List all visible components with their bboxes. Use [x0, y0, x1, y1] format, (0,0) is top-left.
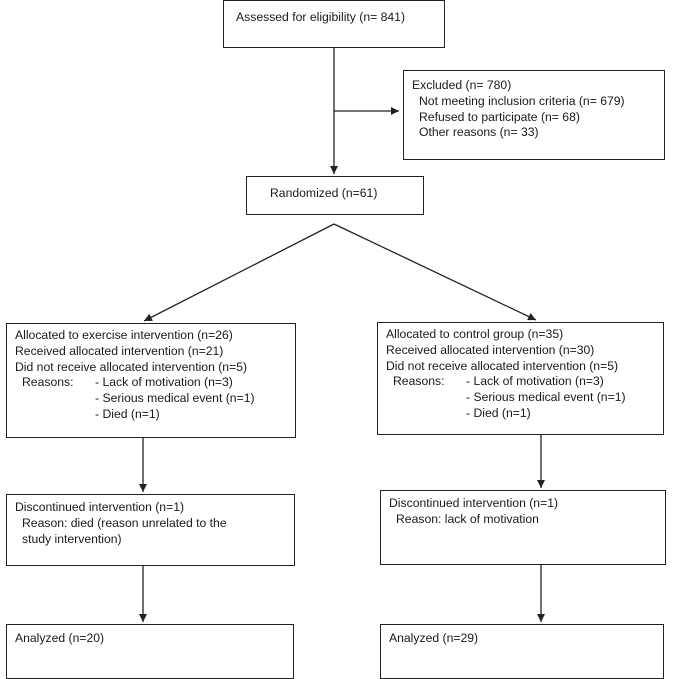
- exercise-analyzed: Analyzed (n=20): [15, 631, 105, 645]
- exercise-reason-item: - Died (n=1): [95, 406, 160, 421]
- exercise-discontinued-reason: Reason: died (reason unrelated to the: [22, 515, 227, 530]
- control-reason-item: - Serious medical event (n=1): [466, 390, 626, 405]
- exercise-discontinued-reason-cont: study intervention): [22, 531, 122, 546]
- exercise-analyzed-box: Analyzed (n=20): [6, 624, 294, 679]
- connector-randomized-to-exercise: [143, 223, 335, 322]
- excluded-item: Not meeting inclusion criteria (n= 679): [419, 93, 625, 108]
- exercise-discontinued: Discontinued intervention (n=1): [15, 500, 185, 514]
- control-reason-row: Reasons: - Lack of motivation (n=3): [386, 374, 655, 390]
- control-allocated: Allocated to control group (n=35): [386, 327, 564, 341]
- control-discontinued: Discontinued intervention (n=1): [389, 496, 559, 510]
- exercise-reason-row: Reasons: - Lack of motivation (n=3): [15, 375, 287, 391]
- exercise-reason-item: - Lack of motivation (n=3): [95, 375, 233, 390]
- control-discontinued-box: Discontinued intervention (n=1) Reason: …: [380, 490, 666, 565]
- randomized-text: Randomized (n=61): [270, 186, 378, 200]
- exercise-allocation-box: Allocated to exercise intervention (n=26…: [6, 323, 296, 438]
- control-discontinued-reason: Reason: lack of motivation: [396, 511, 539, 526]
- exercise-reason-item: - Serious medical event (n=1): [95, 391, 255, 406]
- excluded-item: Other reasons (n= 33): [419, 125, 539, 140]
- excluded-box: Excluded (n= 780) Not meeting inclusion …: [403, 70, 665, 160]
- exercise-reasons-label: Reasons:: [22, 375, 74, 390]
- control-analyzed-box: Analyzed (n=29): [380, 624, 664, 679]
- randomized-box: Randomized (n=61): [246, 176, 424, 215]
- connector-randomized-to-control: [333, 223, 537, 321]
- control-reason-item: - Died (n=1): [466, 405, 531, 420]
- exercise-not-received: Did not receive allocated intervention (…: [15, 359, 248, 374]
- assessed-text: Assessed for eligibility (n= 841): [236, 10, 406, 24]
- excluded-item: Refused to participate (n= 68): [419, 109, 580, 124]
- exercise-received: Received allocated intervention (n=21): [15, 343, 224, 358]
- control-not-received: Did not receive allocated intervention (…: [386, 358, 619, 373]
- excluded-title: Excluded (n= 780): [412, 78, 512, 92]
- exercise-allocated: Allocated to exercise intervention (n=26…: [15, 328, 233, 342]
- control-analyzed: Analyzed (n=29): [389, 631, 479, 645]
- exercise-discontinued-box: Discontinued intervention (n=1) Reason: …: [6, 494, 295, 566]
- assessed-box: Assessed for eligibility (n= 841): [223, 0, 445, 48]
- control-reasons-label: Reasons:: [393, 374, 445, 389]
- control-received: Received allocated intervention (n=30): [386, 342, 595, 357]
- control-reason-item: - Lack of motivation (n=3): [466, 374, 604, 389]
- control-allocation-box: Allocated to control group (n=35) Receiv…: [377, 322, 664, 435]
